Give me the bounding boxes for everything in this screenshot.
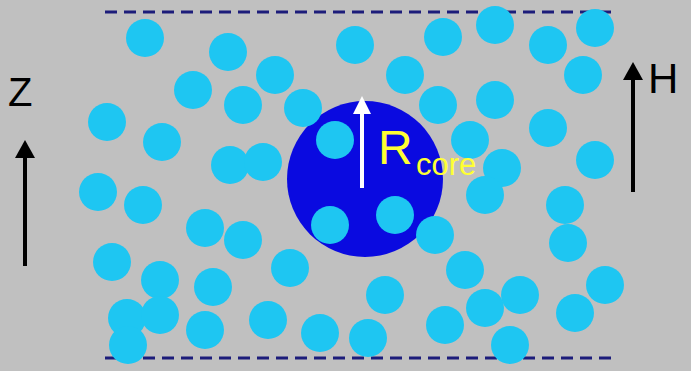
small-particles — [79, 6, 624, 364]
particle — [141, 296, 179, 334]
boundary-line — [105, 11, 612, 14]
particle — [446, 251, 484, 289]
particle — [476, 6, 514, 44]
particle — [336, 26, 374, 64]
particle — [376, 196, 414, 234]
arrow-head — [353, 96, 371, 114]
particle — [186, 209, 224, 247]
particle — [209, 33, 247, 71]
axis-label: H — [648, 58, 678, 100]
particle — [576, 141, 614, 179]
particle — [529, 26, 567, 64]
particle — [126, 19, 164, 57]
particle — [249, 301, 287, 339]
particle — [546, 186, 584, 224]
particle — [564, 56, 602, 94]
particle — [501, 276, 539, 314]
particle — [186, 311, 224, 349]
particle — [416, 216, 454, 254]
particle — [466, 176, 504, 214]
particle — [143, 123, 181, 161]
particle — [256, 56, 294, 94]
particle — [93, 243, 131, 281]
particle — [419, 86, 457, 124]
particle — [316, 121, 354, 159]
particle — [174, 71, 212, 109]
particle — [301, 314, 339, 352]
particle — [124, 186, 162, 224]
particle — [224, 86, 262, 124]
radius-subscript: core — [416, 149, 476, 180]
particle — [491, 326, 529, 364]
particle — [386, 56, 424, 94]
particle — [194, 268, 232, 306]
particle — [109, 326, 147, 364]
boundary-line — [105, 357, 612, 360]
particle — [211, 146, 249, 184]
radius-symbol: R — [378, 124, 413, 172]
arrow-head — [15, 140, 35, 158]
particle — [79, 173, 117, 211]
arrow-head — [623, 62, 643, 80]
particle — [549, 224, 587, 262]
particle — [311, 206, 349, 244]
particle — [586, 266, 624, 304]
particle — [284, 89, 322, 127]
particle — [244, 143, 282, 181]
particle — [349, 319, 387, 357]
particle — [529, 109, 567, 147]
field-arrow — [631, 72, 635, 192]
particle — [426, 306, 464, 344]
particle — [576, 9, 614, 47]
particle — [224, 221, 262, 259]
axis-label: Z — [8, 72, 32, 112]
radius-arrow — [360, 108, 364, 188]
particle — [556, 294, 594, 332]
particle — [141, 261, 179, 299]
core-circle: Rcore — [287, 101, 443, 257]
particle — [424, 18, 462, 56]
particle — [271, 249, 309, 287]
axis-arrow — [23, 150, 27, 266]
particle — [476, 81, 514, 119]
particle — [466, 289, 504, 327]
particle — [88, 103, 126, 141]
particle — [366, 276, 404, 314]
